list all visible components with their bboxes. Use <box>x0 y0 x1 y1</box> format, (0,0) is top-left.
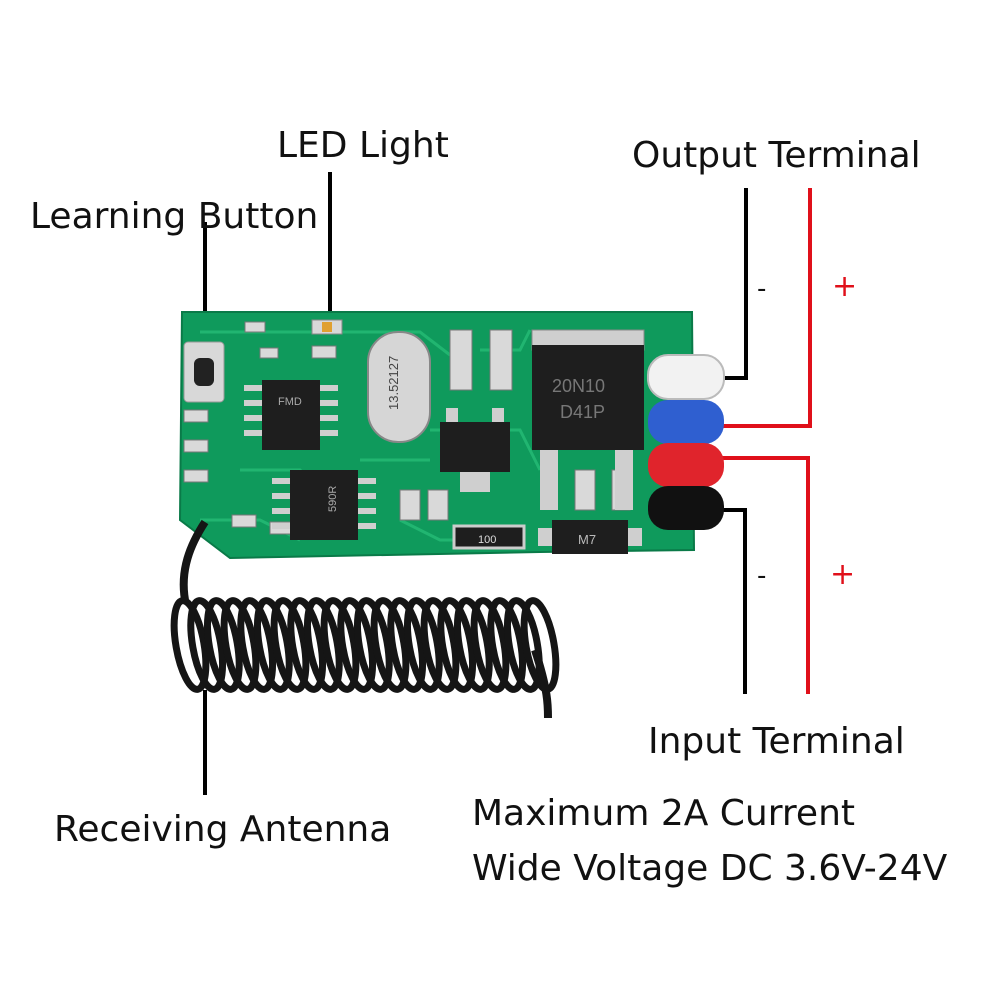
input-minus-line <box>722 508 747 694</box>
input-minus-sign: - <box>757 561 767 591</box>
antenna-coil-loop <box>470 597 510 693</box>
antenna-coil-loop <box>237 597 277 693</box>
antenna-coil-loop <box>170 597 210 693</box>
receiving-antenna-label: Receiving Antenna <box>54 809 392 850</box>
antenna-coil-loop <box>420 597 460 693</box>
crystal-marking: 13.52127 <box>386 356 401 410</box>
crystal-oscillator: 13.52127 <box>367 331 431 443</box>
mosfet-marking-line1: 20N10 <box>552 376 605 396</box>
antenna-coil-loop <box>337 597 377 693</box>
antenna-coil-loop <box>287 597 327 693</box>
voltage-regulator <box>440 408 510 492</box>
wire-red <box>648 443 724 487</box>
resistor-marking: 100 <box>478 534 496 546</box>
antenna-coil-loop <box>453 597 493 693</box>
antenna-coil-loop <box>203 597 243 693</box>
decoder-marking: 590R <box>327 486 339 512</box>
antenna-coil-loop <box>503 597 543 693</box>
antenna-coil-loop <box>387 597 427 693</box>
spec-current-label: Maximum 2A Current <box>472 793 856 834</box>
mosfet: 20N10 D41P <box>531 329 645 510</box>
output-terminal-label: Output Terminal <box>632 135 921 176</box>
antenna-coil-loop <box>270 597 310 693</box>
learning-button-label: Learning Button <box>30 196 319 237</box>
decoder-chip: 590R <box>272 470 376 540</box>
antenna-coil-loop <box>320 597 360 693</box>
antenna-coil-loop <box>353 597 393 693</box>
output-wires <box>647 354 725 444</box>
wire-blue <box>648 400 724 444</box>
input-plus-line <box>722 456 810 694</box>
led-light <box>311 319 343 335</box>
antenna-coil-loop <box>187 597 227 693</box>
antenna-coil-loop <box>303 597 343 693</box>
spec-voltage-label: Wide Voltage DC 3.6V-24V <box>472 848 948 889</box>
antenna-coil-loop <box>487 597 527 693</box>
mcu-marking: FMD <box>278 396 302 408</box>
mosfet-marking-line2: D41P <box>560 402 605 422</box>
wire-black <box>648 486 724 530</box>
wire-white <box>647 354 725 400</box>
output-plus-line <box>722 188 812 428</box>
output-minus-sign: - <box>757 274 767 304</box>
antenna-coil-loop <box>437 597 477 693</box>
output-minus-line <box>722 188 748 380</box>
diode-marking: M7 <box>578 532 596 547</box>
antenna-coil-loop <box>253 597 293 693</box>
input-wires <box>648 443 724 530</box>
antenna-coil-loop <box>370 597 410 693</box>
led-light-label: LED Light <box>277 125 449 166</box>
mcu-chip: FMD <box>244 380 338 450</box>
receiving-antenna <box>170 519 560 719</box>
learning-button[interactable] <box>183 341 225 403</box>
resistor: 100 <box>452 524 526 550</box>
input-plus-sign: + <box>830 557 856 592</box>
diode: M7 <box>538 520 642 554</box>
antenna-coil-loop <box>403 597 443 693</box>
input-terminal-label: Input Terminal <box>648 721 905 762</box>
antenna-coil-loop <box>220 597 260 693</box>
output-plus-sign: + <box>832 269 858 304</box>
